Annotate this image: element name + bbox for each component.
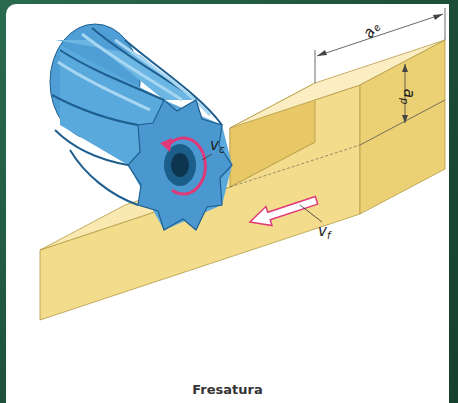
cutter-teeth [128, 100, 232, 230]
cutting-speed: vc [210, 138, 224, 155]
leader-line [300, 205, 322, 222]
caption: Fresatura [6, 382, 449, 397]
dimension-arrow [317, 50, 327, 56]
cutter-hole [171, 153, 189, 177]
flute-highlight [82, 34, 182, 100]
leader-line [202, 154, 212, 160]
symbol-letter: v [210, 136, 219, 154]
dimension-line [317, 14, 443, 56]
rotation-arrowhead [160, 138, 172, 152]
white-panel: aeapvcvf Fresatura [6, 4, 449, 403]
depth-of-cut: ap [399, 89, 416, 105]
symbol-subscript: c [219, 144, 225, 155]
block-end-face [360, 40, 445, 214]
helical-flute [70, 150, 138, 205]
symbol-letter: v [318, 222, 327, 240]
dimension-arrow [402, 115, 408, 123]
symbol-subscript: f [327, 230, 331, 241]
depth-line [230, 145, 360, 187]
extension-line [315, 50, 316, 83]
symbol-subscript: p [399, 98, 410, 104]
dimension-arrow [402, 64, 408, 72]
feed-speed: vf [318, 224, 330, 241]
helical-flute [55, 130, 128, 165]
flute-highlight [58, 62, 150, 110]
extension-line [445, 8, 446, 40]
width-of-cut: ae [361, 20, 383, 42]
milling-illustration [6, 4, 449, 403]
depth-line [360, 100, 445, 145]
dimension-arrow [433, 14, 443, 20]
symbol-letter: a [400, 89, 418, 98]
rotation-arrow [168, 138, 205, 194]
